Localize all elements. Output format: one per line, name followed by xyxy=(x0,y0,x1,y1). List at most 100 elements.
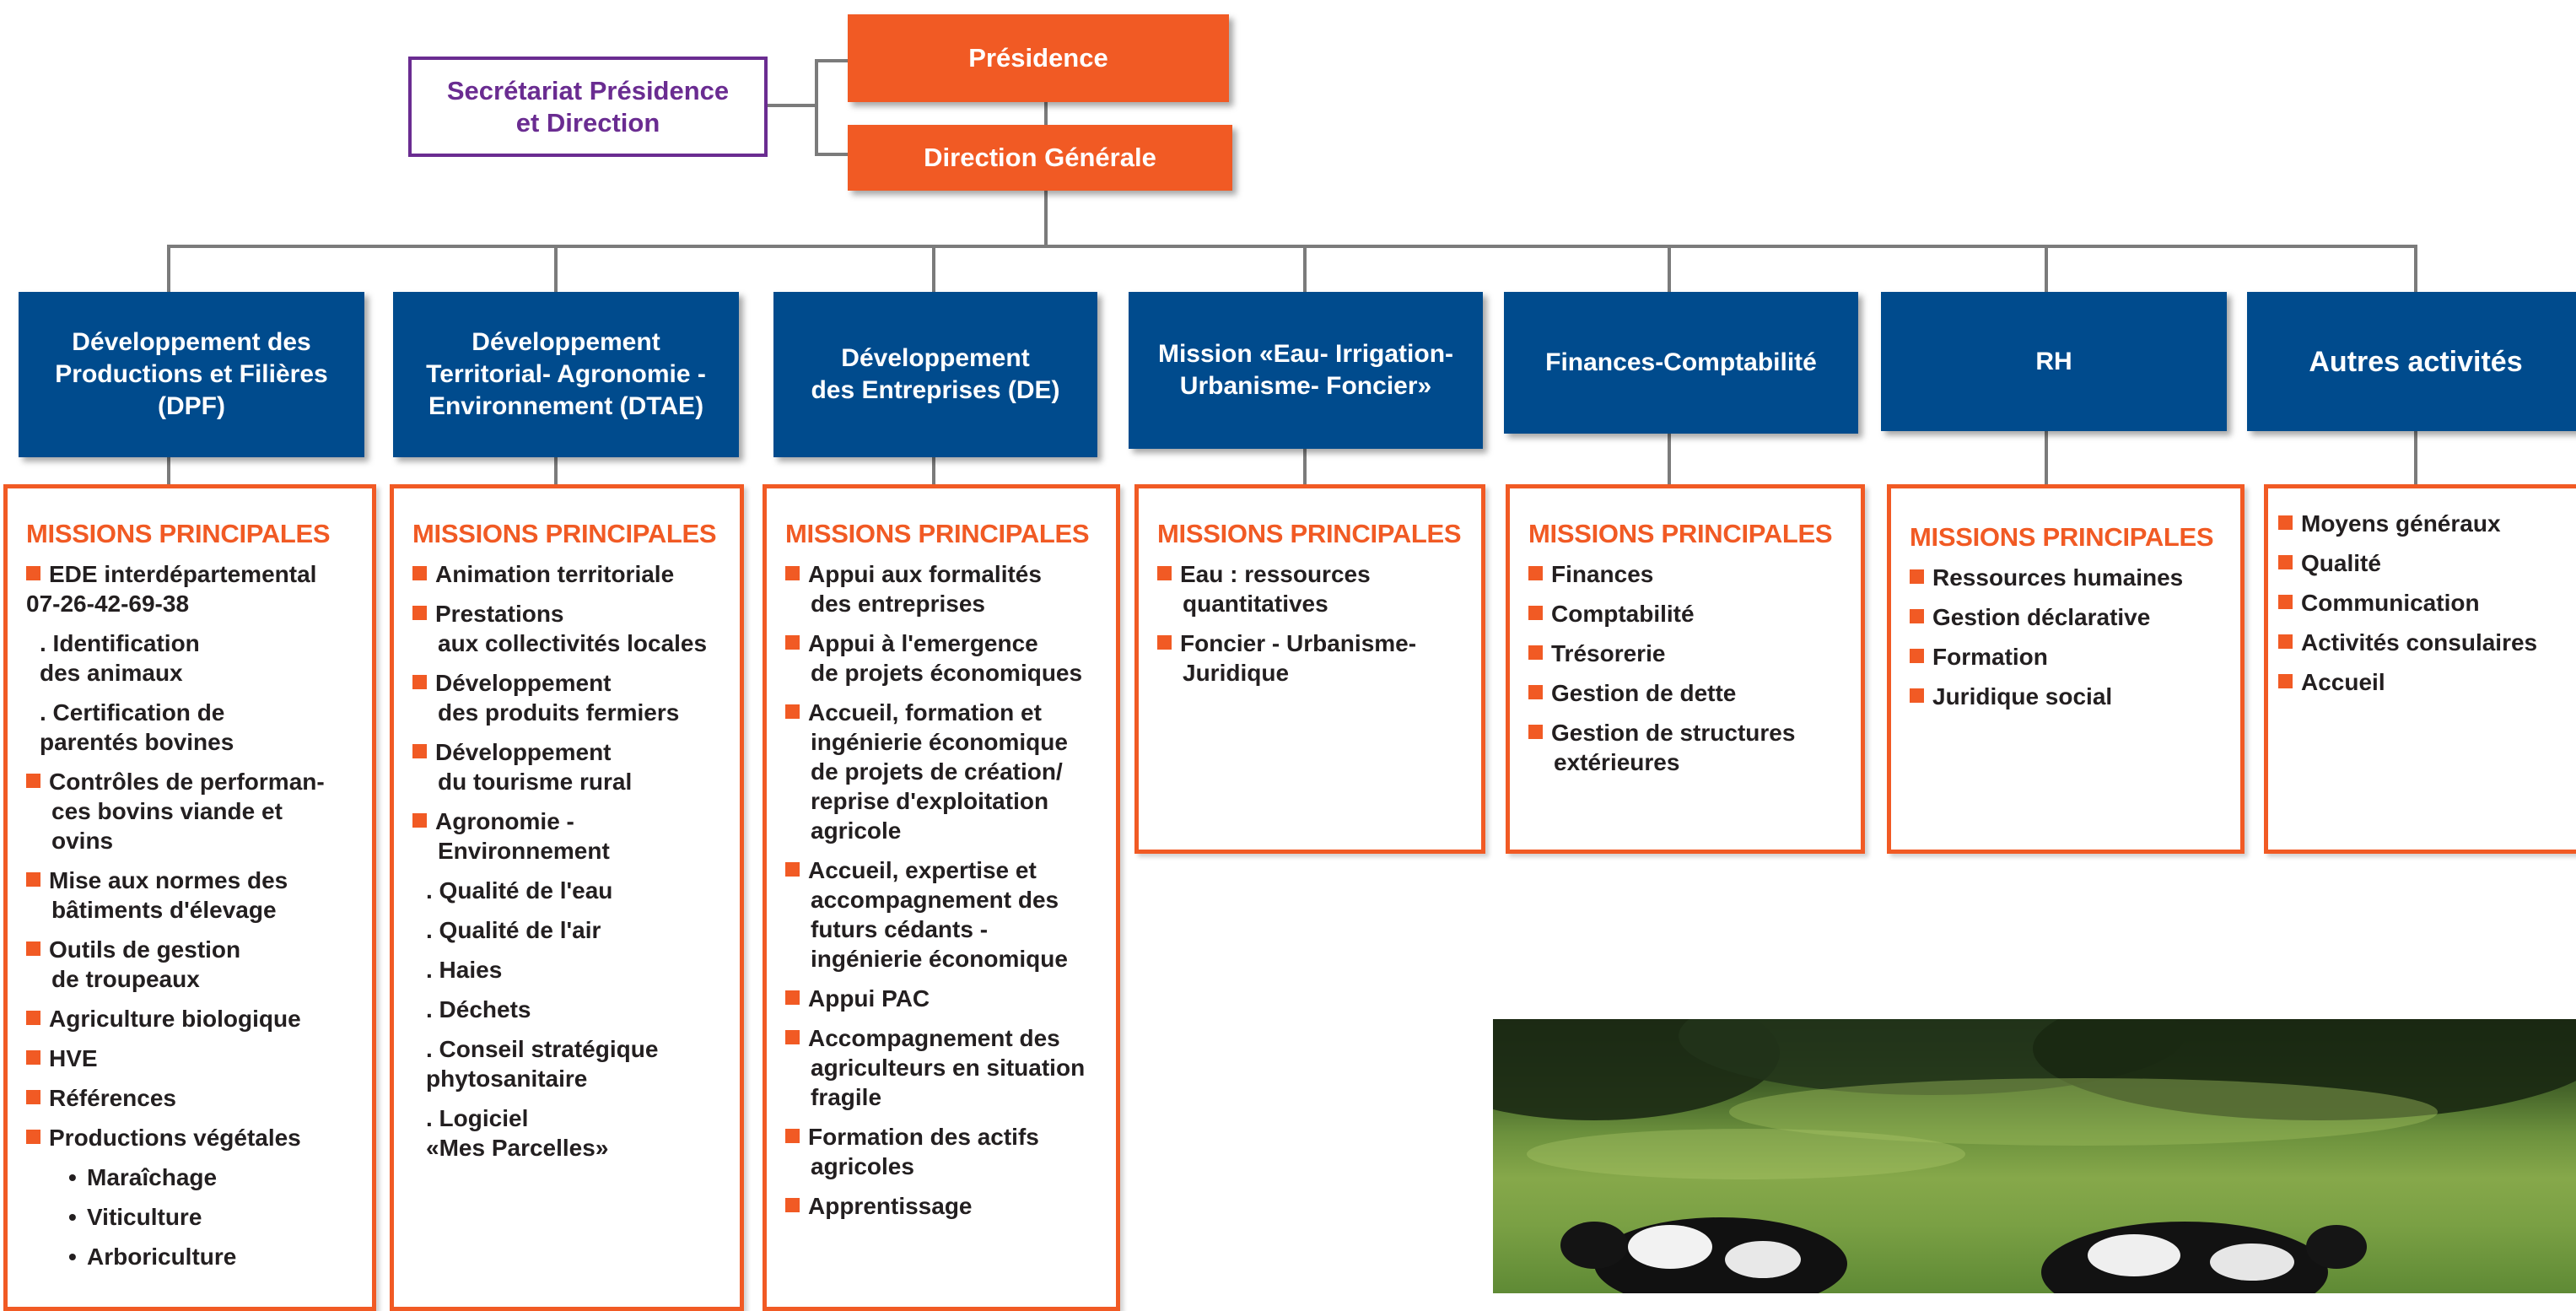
missions-heading: MISSIONS PRINCIPALES xyxy=(785,519,1090,548)
connector-line xyxy=(766,104,816,107)
mission-item: Mise aux normes des bâtiments d'élevage xyxy=(26,866,372,925)
mission-item: Prestations aux collectivités locales xyxy=(412,599,740,658)
connector-line xyxy=(554,452,558,486)
connector-line xyxy=(167,452,170,486)
connector-line xyxy=(1303,447,1307,486)
missions-rh: MISSIONS PRINCIPALES Ressources humaines… xyxy=(1887,484,2245,854)
pasture-cows-photo xyxy=(1493,1019,2576,1293)
connector-line xyxy=(815,59,818,156)
dept-dtae: Développement Territorial- Agronomie - E… xyxy=(393,292,739,457)
connector-line xyxy=(167,245,170,294)
mission-item: Formation des actifs agricoles xyxy=(785,1122,1116,1181)
mission-item: Eau : ressources quantitatives xyxy=(1157,559,1481,618)
missions-dtae: MISSIONS PRINCIPALES Animation territori… xyxy=(390,484,744,1311)
missions-heading: MISSIONS PRINCIPALES xyxy=(1528,519,1833,548)
missions-heading: MISSIONS PRINCIPALES xyxy=(412,519,717,548)
missions-autres: Moyens généraux Qualité Communication Ac… xyxy=(2264,484,2576,854)
mission-item: Ressources humaines xyxy=(1910,563,2240,592)
missions-dpf: MISSIONS PRINCIPALES EDE interdépartemen… xyxy=(3,484,376,1311)
mission-item: Finances xyxy=(1528,559,1861,589)
mission-subitem: . Conseil stratégique phytosanitaire xyxy=(426,1036,659,1092)
missions-de: MISSIONS PRINCIPALES Appui aux formalité… xyxy=(763,484,1120,1311)
mission-item: Appui PAC xyxy=(785,984,1116,1013)
presidence-label: Présidence xyxy=(968,43,1108,73)
mission-item: Contrôles de performan- ces bovins viand… xyxy=(26,767,372,855)
mission-subitem: . Identification des animaux xyxy=(40,630,200,686)
mission-item: 07-26-42-69-38 xyxy=(26,591,190,617)
mission-item: Moyens généraux xyxy=(2278,509,2576,538)
pasture-illustration xyxy=(1493,1019,2576,1293)
mission-subitem: . Certification de parentés bovines xyxy=(40,699,234,755)
mission-item: Outils de gestion de troupeaux xyxy=(26,935,372,994)
connector-line xyxy=(167,245,2417,248)
connector-line xyxy=(2414,245,2417,294)
mission-subitem: . Logiciel «Mes Parcelles» xyxy=(426,1105,609,1161)
connector-line xyxy=(815,59,850,62)
mission-subitem: . Qualité de l'eau xyxy=(426,877,613,904)
mission-subitem: Arboriculture xyxy=(26,1242,372,1271)
mission-item: Trésorerie xyxy=(1528,639,1861,668)
connector-line xyxy=(2414,430,2417,486)
mission-item: EDE interdépartemental xyxy=(26,559,372,589)
missions-heading: MISSIONS PRINCIPALES xyxy=(1157,519,1462,548)
mission-item: Appui aux formalités des entreprises xyxy=(785,559,1116,618)
connector-line xyxy=(1668,245,1671,294)
connector-line xyxy=(932,245,935,294)
mission-item: Formation xyxy=(1910,642,2240,672)
mission-item: Gestion de dette xyxy=(1528,678,1861,708)
mission-item: Activités consulaires xyxy=(2278,628,2576,657)
mission-item: Comptabilité xyxy=(1528,599,1861,629)
missions-eau: MISSIONS PRINCIPALES Eau : ressources qu… xyxy=(1134,484,1485,854)
mission-subitem: . Haies xyxy=(426,957,503,983)
dept-eau-label: Mission «Eau- Irrigation- Urbanisme- Fon… xyxy=(1157,340,1454,400)
dept-eau: Mission «Eau- Irrigation- Urbanisme- Fon… xyxy=(1129,292,1483,449)
mission-item: Qualité xyxy=(2278,548,2576,578)
mission-item: Développement des produits fermiers xyxy=(412,668,740,727)
mission-item: Accueil, formation et ingénierie économi… xyxy=(785,698,1116,845)
mission-subitem: . Qualité de l'air xyxy=(426,917,601,943)
dept-finances-label: Finances-Comptabilité xyxy=(1545,348,1817,376)
missions-heading: MISSIONS PRINCIPALES xyxy=(1910,522,2214,552)
presidence-box: Présidence xyxy=(848,14,1229,102)
mission-item: Foncier - Urbanisme- Juridique xyxy=(1157,629,1481,688)
mission-item: Gestion déclarative xyxy=(1910,602,2240,632)
mission-subitem: Maraîchage xyxy=(26,1163,372,1192)
mission-item: Accompagnement des agriculteurs en situa… xyxy=(785,1023,1116,1112)
dept-dtae-label: Développement Territorial- Agronomie - E… xyxy=(426,328,706,420)
direction-generale-label: Direction Générale xyxy=(924,143,1156,172)
mission-item: Gestion de structures extérieures xyxy=(1528,718,1861,777)
mission-item: Juridique social xyxy=(1910,682,2240,711)
mission-item: Appui à l'emergence de projets économiqu… xyxy=(785,629,1116,688)
mission-item: Accueil, expertise et accompagnement des… xyxy=(785,855,1116,974)
dept-autres-label: Autres activités xyxy=(2309,345,2523,378)
mission-subitem: Viticulture xyxy=(26,1202,372,1232)
mission-item: Accueil xyxy=(2278,667,2576,697)
direction-generale-box: Direction Générale xyxy=(848,125,1232,191)
mission-item: Agronomie - Environnement xyxy=(412,807,740,866)
mission-item: Développement du tourisme rural xyxy=(412,737,740,796)
secretariat-label: Secrétariat Présidence et Direction xyxy=(446,75,730,138)
mission-item: Agriculture biologique xyxy=(26,1004,372,1033)
connector-line xyxy=(554,245,558,294)
mission-subitem: . Déchets xyxy=(426,996,531,1022)
mission-item: Productions végétales xyxy=(26,1123,372,1152)
missions-finances: MISSIONS PRINCIPALES Finances Comptabili… xyxy=(1506,484,1865,854)
connector-line xyxy=(932,452,935,486)
secretariat-box: Secrétariat Présidence et Direction xyxy=(408,57,768,157)
dept-finances: Finances-Comptabilité xyxy=(1504,292,1858,434)
dept-de-label: Développement des Entreprises (DE) xyxy=(811,344,1060,404)
connector-line xyxy=(1303,245,1307,294)
mission-item: Apprentissage xyxy=(785,1191,1116,1221)
mission-item: Communication xyxy=(2278,588,2576,618)
connector-line xyxy=(1668,432,1671,486)
mission-item: Références xyxy=(26,1083,372,1113)
dept-de: Développement des Entreprises (DE) xyxy=(773,292,1097,457)
dept-rh: RH xyxy=(1881,292,2227,431)
dept-dpf: Développement des Productions et Filière… xyxy=(19,292,364,457)
mission-item: Animation territoriale xyxy=(412,559,740,589)
connector-line xyxy=(2045,430,2048,486)
dept-autres: Autres activités xyxy=(2247,292,2576,431)
missions-heading: MISSIONS PRINCIPALES xyxy=(26,519,331,548)
connector-line xyxy=(815,153,850,156)
connector-line xyxy=(2045,245,2048,294)
